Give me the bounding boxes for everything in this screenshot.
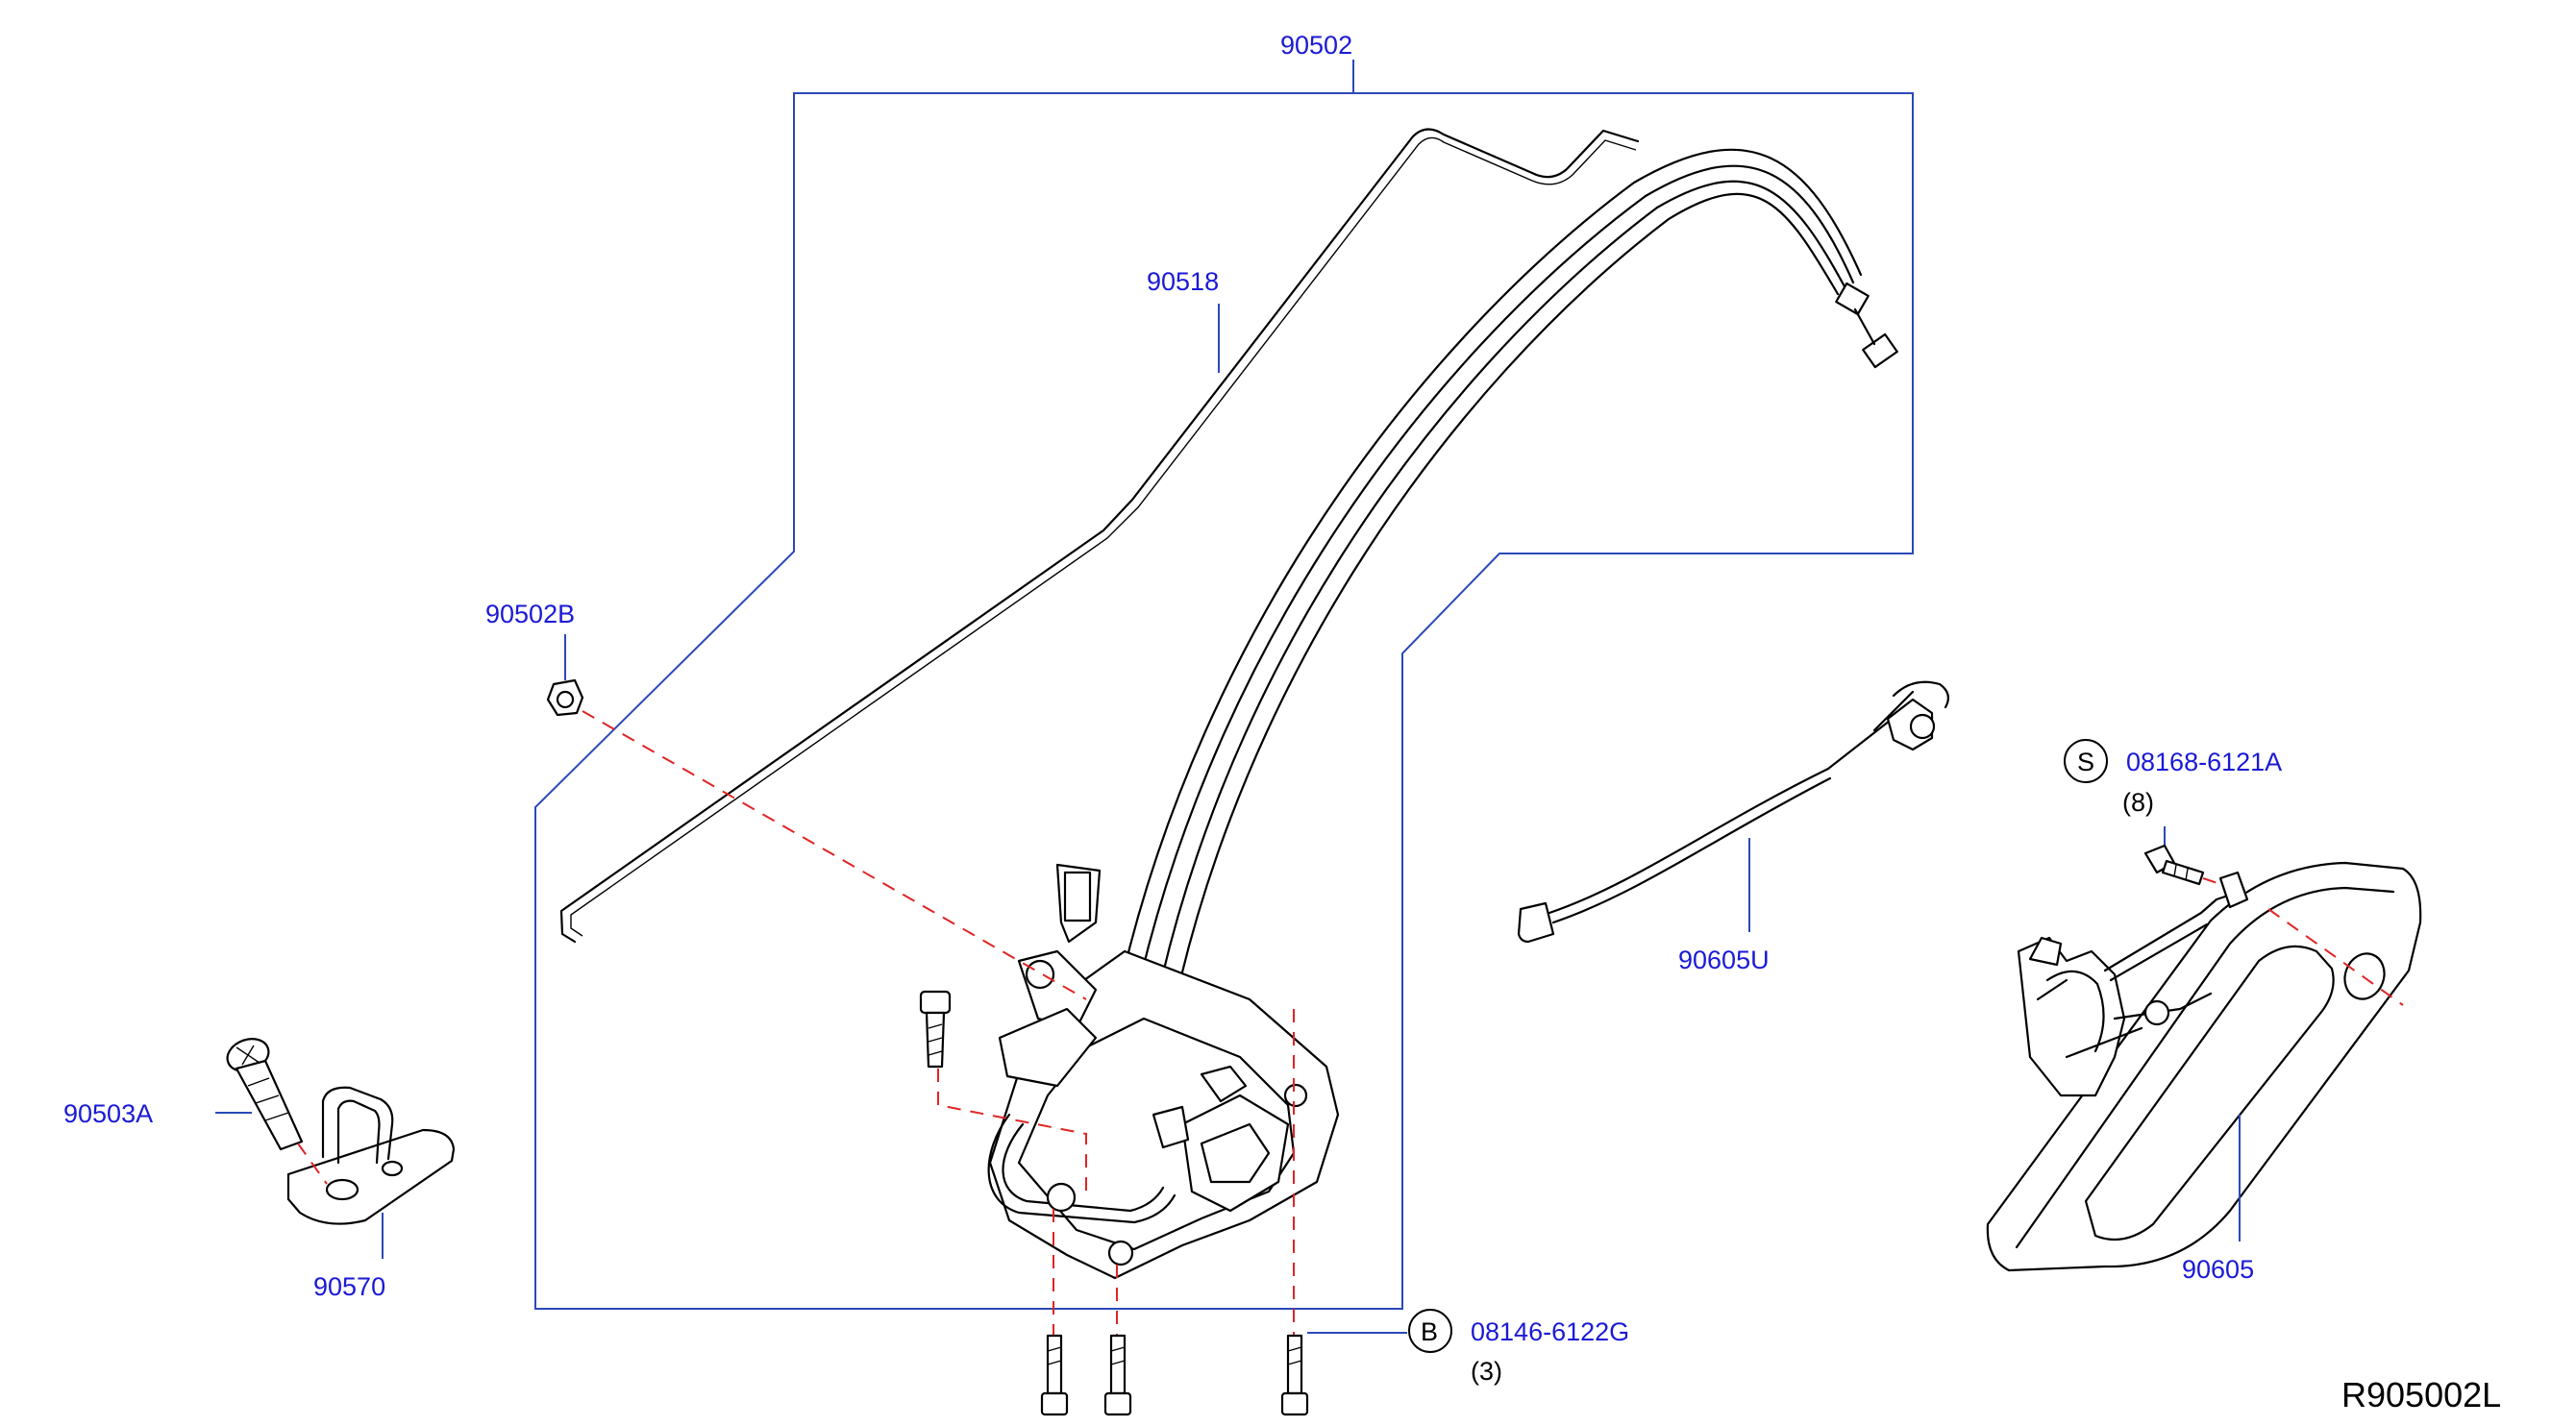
lock-cables (1100, 148, 1898, 1103)
label-90518[interactable]: 90518 (1147, 267, 1219, 296)
bolt-s-symbol: S (2077, 748, 2094, 776)
bottom-bolt-2 (1103, 1334, 1132, 1416)
label-08146-6122G[interactable]: 08146-6122G (1471, 1317, 1629, 1346)
label-90605[interactable]: 90605 (2182, 1255, 2254, 1284)
outside-handle-90605 (1986, 861, 2422, 1272)
bottom-bolt-3 (1280, 1334, 1309, 1416)
label-90570[interactable]: 90570 (313, 1272, 385, 1301)
bolt-s-08168 (2143, 844, 2250, 895)
bolt-b-quantity: (3) (1471, 1357, 1502, 1386)
label-90502B[interactable]: 90502B (485, 600, 575, 628)
striker-90570 (286, 1086, 456, 1225)
door-lock-actuator (987, 863, 1340, 1280)
label-90503A[interactable]: 90503A (63, 1099, 153, 1128)
hidden-lines (582, 710, 1295, 1336)
label-90502[interactable]: 90502 (1280, 31, 1352, 60)
bottom-bolt-1 (1040, 1334, 1069, 1416)
label-08168-6121A[interactable]: 08168-6121A (2126, 748, 2282, 776)
bolt-s-quantity: (8) (2122, 788, 2154, 817)
bolt-s-symbol-circle (2064, 739, 2108, 783)
cable-90605U (1517, 680, 1950, 944)
handle-bracket (2017, 871, 2249, 1097)
bolt-b-symbol-circle (1408, 1309, 1452, 1353)
lock-rod (559, 128, 1640, 944)
label-90605U[interactable]: 90605U (1678, 946, 1770, 974)
latch-screw-top (919, 990, 952, 1069)
assembly-boundary (534, 92, 1914, 1310)
clip-90502B (546, 678, 584, 717)
bolt-b-symbol: B (1421, 1317, 1438, 1346)
reference-code: R905002L (2341, 1375, 2501, 1414)
screw-90503A (226, 1038, 304, 1151)
